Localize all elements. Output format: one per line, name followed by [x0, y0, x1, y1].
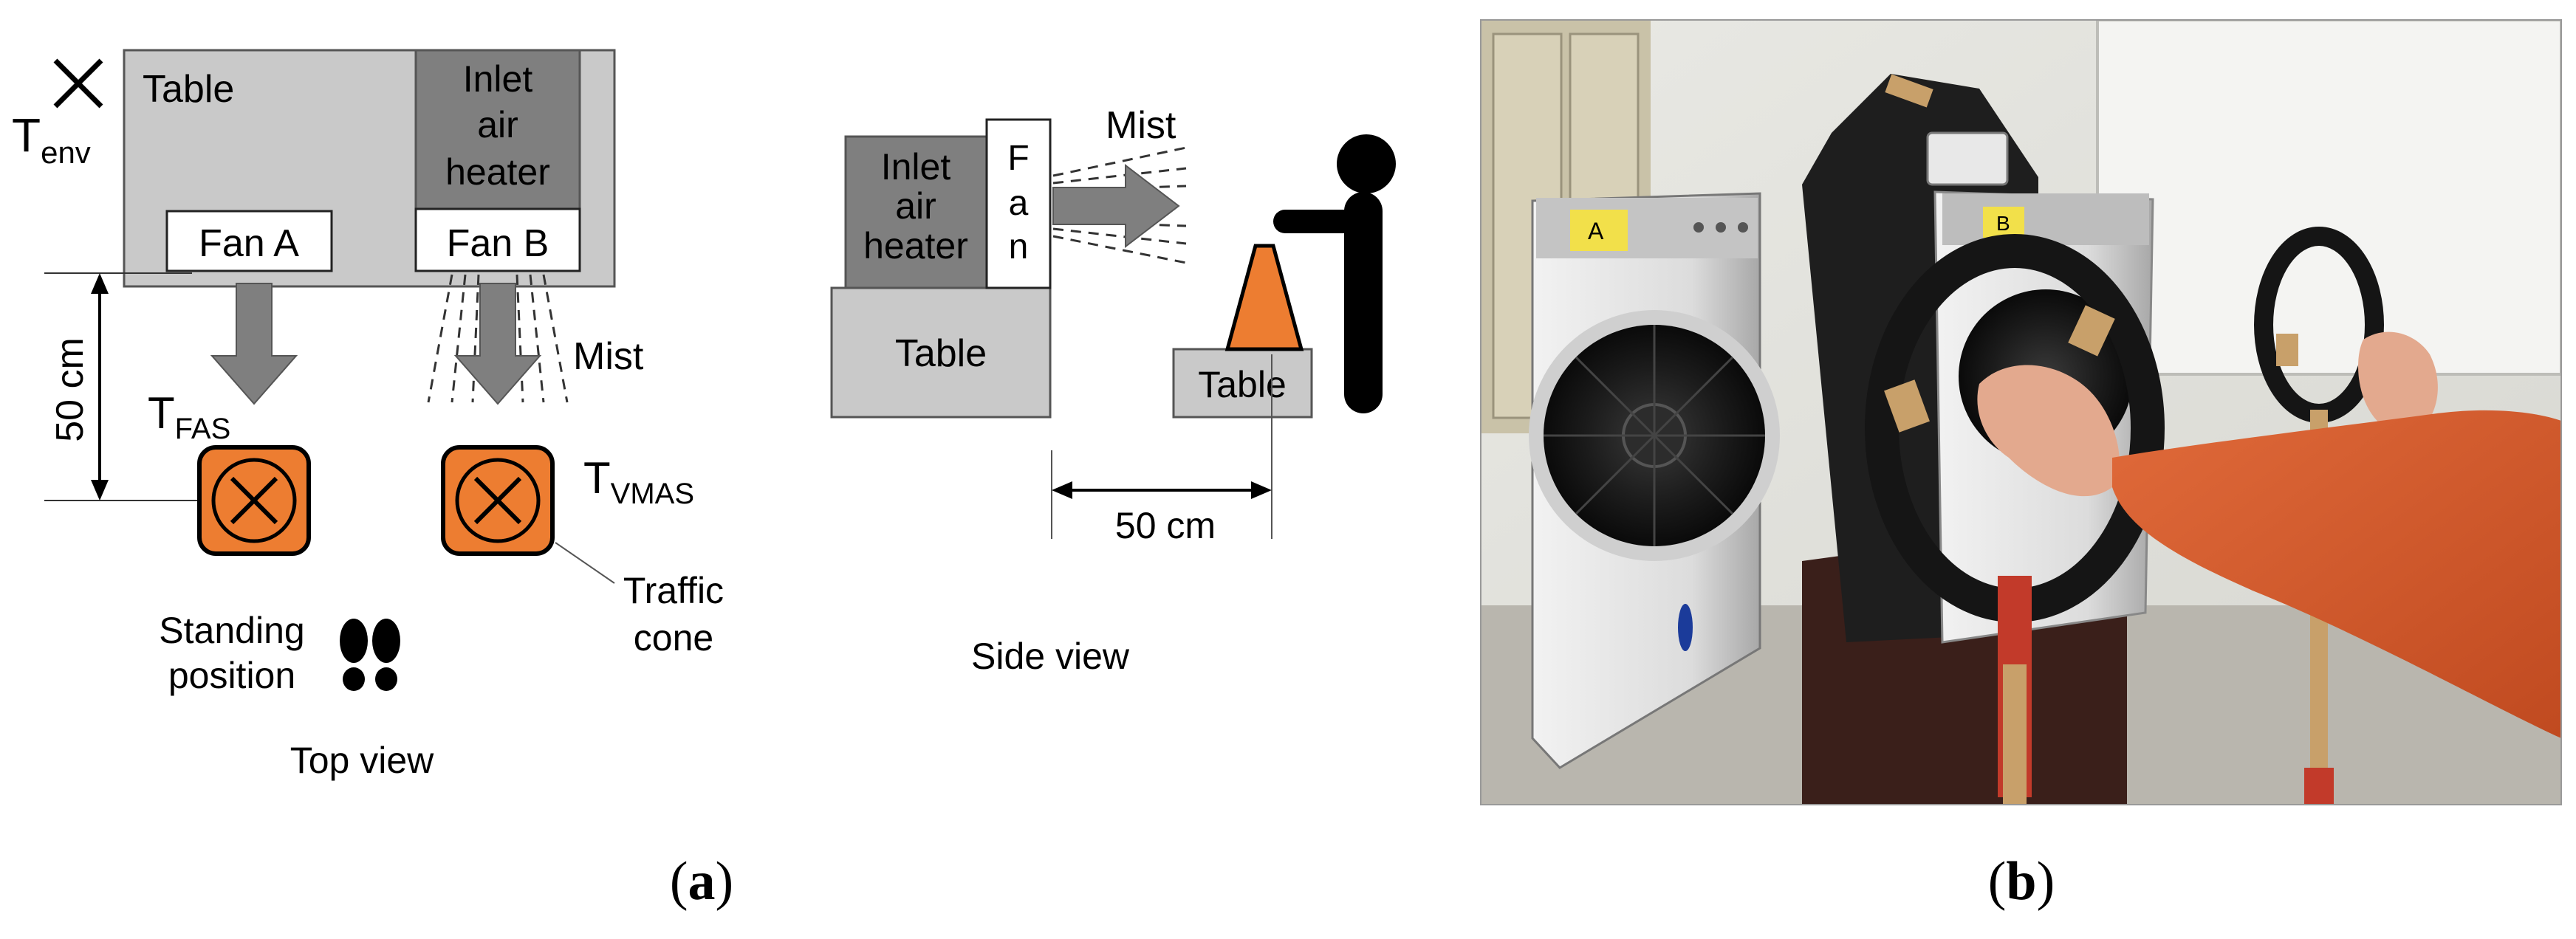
side-view: Table Inlet air heater F a n Mist Table — [830, 104, 1396, 677]
top-view: Tenv Table Inlet air heater Fan A Fan B … — [12, 49, 724, 781]
side-heater-line-2: air — [895, 185, 936, 227]
side-dim-arrow-left — [1052, 481, 1072, 499]
photo-hands — [1977, 331, 2561, 738]
footprints-icon — [340, 619, 400, 691]
standing-line-1: Standing — [159, 610, 304, 651]
traffic-cone-b — [441, 445, 555, 556]
photo-fan-a: A — [1529, 192, 1780, 769]
t-vmas-label: TVMAS — [583, 453, 694, 510]
photo-thermometer-display — [1926, 131, 2009, 186]
top-distance-label: 50 cm — [49, 337, 92, 442]
side-heater-line-3: heater — [863, 225, 968, 266]
dim-arrow-down — [91, 480, 109, 501]
photo-whiteboard — [2096, 20, 2561, 376]
side-table-left — [830, 286, 1052, 419]
side-view-caption: Side view — [971, 636, 1130, 677]
top-view-caption: Top view — [290, 740, 434, 781]
fan-b-airflow-arrow — [453, 283, 542, 405]
experiment-photo: B A — [1480, 19, 2562, 805]
side-mist-label: Mist — [1106, 104, 1176, 147]
panel-label-a: (a) — [670, 851, 733, 912]
side-dim-arrow-right — [1251, 481, 1272, 499]
side-table-right — [1172, 348, 1313, 419]
top-inlet-air-heater — [414, 49, 581, 210]
photo-sensor-ring-front — [1865, 234, 2165, 805]
top-heater-line-3: heater — [445, 151, 550, 193]
side-fan-letter-3: n — [1009, 227, 1029, 266]
side-distance-label: 50 cm — [1115, 505, 1216, 546]
fan-a-label: Fan A — [199, 222, 299, 265]
t-fas-label: TFAS — [148, 388, 230, 445]
side-table-left-label: Table — [895, 332, 987, 375]
photo-fan-b-tag: B — [1996, 212, 2010, 235]
side-airflow-arrow — [1052, 163, 1180, 249]
side-table-right-label: Table — [1198, 364, 1287, 405]
traffic-cone-line-2: cone — [634, 617, 713, 658]
side-traffic-cone — [1224, 244, 1304, 351]
person-silhouette — [1273, 134, 1396, 413]
traffic-cone-line-1: Traffic — [623, 570, 724, 611]
top-table-label: Table — [143, 68, 234, 111]
t-env-label: Tenv — [12, 109, 91, 170]
traffic-cone-pointer — [555, 542, 615, 584]
top-heater-line-1: Inlet — [463, 58, 533, 100]
top-mist-label: Mist — [573, 335, 644, 378]
photo-fan-a-tag: A — [1588, 218, 1604, 244]
side-fan-box — [985, 118, 1052, 289]
side-fan-letter-2: a — [1009, 184, 1029, 223]
traffic-cone-a — [197, 445, 311, 556]
env-sensor-marker — [53, 58, 103, 109]
side-heater-line-1: Inlet — [881, 146, 951, 188]
standing-line-2: position — [168, 655, 295, 696]
fan-b-label: Fan B — [447, 222, 549, 265]
side-fan-letter-1: F — [1007, 139, 1029, 178]
top-heater-line-2: air — [477, 104, 518, 145]
dim-arrow-up — [91, 273, 109, 294]
fan-b-mist-lines — [427, 274, 569, 403]
fan-a-box — [165, 210, 333, 272]
fan-b-box — [414, 207, 581, 272]
fan-a-airflow-arrow — [210, 283, 298, 405]
panel-label-b: (b) — [1988, 851, 2055, 912]
